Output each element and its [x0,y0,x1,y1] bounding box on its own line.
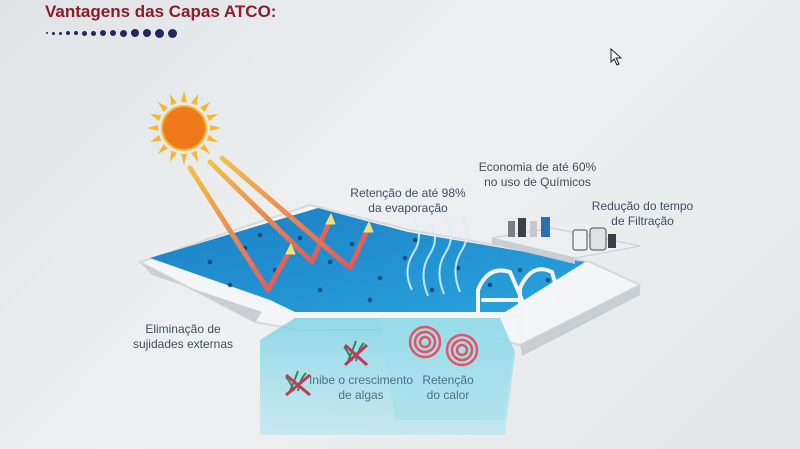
sun-ray [206,113,219,121]
sun-ray [191,150,199,163]
external-dirt-label-line2: sujidades externas [132,337,234,351]
sun-ray [180,91,188,103]
divider-dot [143,29,151,37]
sun-ray [200,101,211,112]
divider-dot [74,31,78,35]
page-title: Vantagens das Capas ATCO: [45,2,277,21]
heat-label-line1: Retenção [422,373,474,387]
sun-ray [191,93,199,106]
sun-ray [147,124,159,132]
external-dirt-label: Eliminação de sujidades externas [118,322,248,352]
sun-icon [147,91,221,165]
filtration-label: Redução do tempo de Filtração [585,199,700,229]
chemicals-label-line2: no uso de Químicos [484,175,591,189]
heat-rays [187,155,374,293]
heat-spiral-icon [408,325,479,367]
sun-disc [161,105,207,151]
sun-ray [200,144,211,155]
sun-ray [149,113,162,121]
heat-label-line2: do calor [426,388,470,402]
divider-dot [168,28,177,38]
heat-label: Retenção do calor [417,373,479,403]
external-dirt-label-line1: Eliminação de [145,322,221,336]
divider-dot [110,30,116,36]
divider-dot [59,31,62,35]
divider-dot [66,31,70,35]
sun-ray [149,135,162,143]
divider-dot [131,29,139,37]
title-dot-divider [46,26,177,40]
pool-cover [150,208,585,312]
sun-ray [157,101,168,112]
sun-ray [180,153,188,165]
divider-dot [120,29,127,37]
divider-dot [52,31,55,35]
mouse-cursor-icon [610,48,623,66]
evaporation-label-line2: da evaporação [368,201,448,215]
divider-dot [82,30,87,36]
evaporation-label-line1: Retenção de até 98% [350,186,466,200]
algae-label-line2: de algas [338,388,384,402]
chemicals-label-line1: Economia de até 60% [478,160,597,174]
filtration-label-line1: Redução do tempo [591,199,694,213]
divider-dot [155,28,164,38]
divider-dot [46,32,48,34]
no-algae-icon [285,340,369,397]
filtration-label-line2: de Filtração [611,214,674,228]
sun-ray [169,93,177,106]
sun-ray [206,135,219,143]
divider-dot [91,30,96,36]
evaporation-steam [406,215,468,297]
sun-ray [209,124,221,132]
sun-ray [157,144,168,155]
evaporation-label: Retenção de até 98% da evaporação [343,186,473,216]
sun-ray [169,150,177,163]
chemicals-label: Economia de até 60% no uso de Químicos [470,160,605,190]
algae-label-line1: Inibe o crescimento [308,373,414,387]
equipment-shelf [491,217,641,264]
algae-label: Inibe o crescimento de algas [305,373,417,403]
pool-ladder [476,267,562,340]
divider-dot [100,30,106,36]
